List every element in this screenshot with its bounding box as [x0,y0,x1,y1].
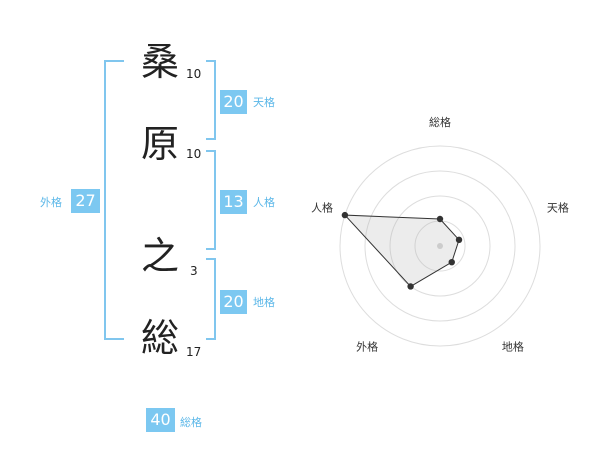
chikaku-label: 地格 [253,296,275,309]
name-char-2: 原 [140,122,179,166]
radar-area [343,214,460,288]
radar-ring [389,195,491,297]
radar-ring [364,170,516,322]
soukaku-label: 総格 [180,416,202,429]
soukaku-value: 40 [146,408,175,432]
tenkaku-value: 20 [220,90,247,114]
name-char-1: 桑 [140,40,179,84]
radar-ring [339,145,541,347]
tenkaku-label: 天格 [253,96,275,109]
radar-axis-label: 人格 [311,201,333,215]
radar-axis-label: 外格 [356,339,378,353]
chikaku-value: 20 [220,290,247,314]
radar-center [437,243,443,249]
stroke-count-3: 3 [190,264,198,278]
radar-axis-label: 地格 [502,339,524,353]
radar-point [341,211,349,219]
jinkaku-label: 人格 [253,196,275,209]
stroke-count-1: 10 [186,67,202,81]
radar-axis-label: 天格 [547,201,569,215]
stroke-count-4: 17 [186,345,202,359]
stroke-count-2: 10 [186,147,202,161]
radar-point [436,215,444,223]
name-char-4: 総 [140,316,179,360]
name-char-3: 之 [140,234,179,278]
radar-point [455,236,463,244]
gaikaku-label: 外格 [40,196,62,209]
radar-axis-label: 総格 [429,115,451,129]
radar-point [448,258,455,266]
jinkaku-value: 13 [220,190,247,214]
radar-point [407,283,414,290]
gaikaku-value: 27 [71,189,100,213]
